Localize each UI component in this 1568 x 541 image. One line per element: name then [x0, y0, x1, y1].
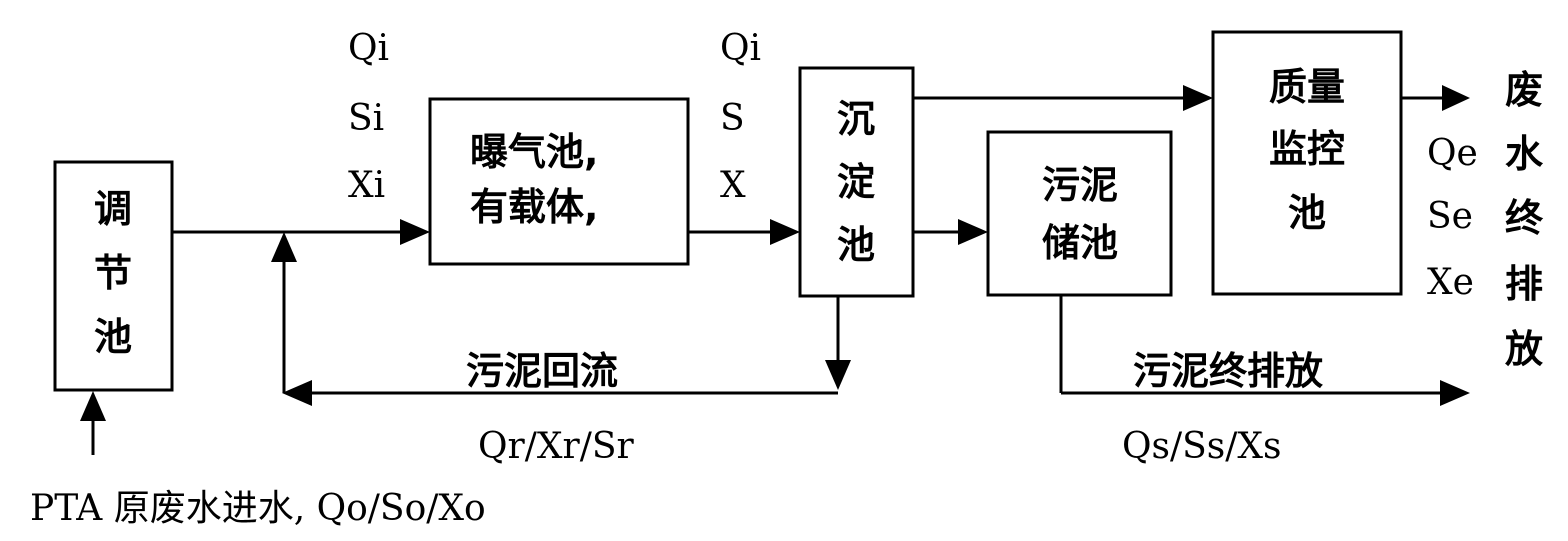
effluent-title-char-2: 水: [1505, 132, 1544, 176]
settling-tank-label-2: 淀: [837, 160, 875, 204]
inlet-var-s: Si: [348, 98, 384, 139]
regulating-tank-label-2: 节: [94, 251, 132, 295]
effluent-arrow: [1401, 85, 1470, 111]
sludge-return-arrow: [282, 296, 851, 406]
aeration-tank: 曝气池, 有载体,: [428, 97, 690, 266]
aeration-tank-label-1: 曝气池,: [470, 130, 598, 174]
settling-tank-label-3: 池: [837, 223, 875, 267]
regulating-tank-label-3: 池: [94, 315, 132, 359]
main-flow-arrow: [172, 219, 430, 245]
quality-monitoring-tank: 质量 监控 池: [1211, 30, 1403, 296]
effluent-title-char-3: 终: [1505, 196, 1544, 240]
aeration-tank-label-2: 有载体,: [470, 185, 598, 229]
inlet-variables: Qi Si Xi: [348, 28, 389, 206]
effluent-variables: Qe Se Xe: [1427, 133, 1478, 303]
aeration-out-var-x: X: [720, 165, 746, 206]
effluent-var-q: Qe: [1427, 133, 1478, 174]
settling-to-storage-arrow: [913, 219, 988, 245]
effluent-title-char-1: 废: [1505, 68, 1543, 112]
sludge-storage-label-2: 储池: [1042, 221, 1118, 265]
sludge-return-label: 污泥回流: [466, 349, 618, 393]
feed-inlet-label: PTA 原废水进水, Qo/So/Xo: [30, 488, 486, 529]
sludge-final-discharge-label: 污泥终排放: [1133, 349, 1323, 393]
sludge-discharge-arrow: [1059, 295, 1470, 406]
regulating-tank-label-1: 调: [94, 187, 132, 231]
sludge-storage-label-1: 污泥: [1042, 163, 1118, 207]
feed-inlet-arrow: [80, 391, 106, 455]
settling-tank: 沉 淀 池: [798, 66, 915, 298]
inlet-var-q: Qi: [348, 28, 389, 69]
quality-monitor-label-2: 监控: [1269, 127, 1345, 171]
sludge-return-variables: Qr/Xr/Sr: [478, 426, 634, 467]
sludge-final-variables: Qs/Ss/Xs: [1122, 426, 1282, 467]
inlet-var-x: Xi: [348, 165, 385, 206]
effluent-var-s: Se: [1427, 196, 1473, 237]
quality-monitor-label-3: 池: [1288, 191, 1326, 235]
aeration-out-var-s: S: [720, 98, 745, 139]
regulating-tank: 调 节 池: [53, 160, 174, 392]
quality-monitor-label-1: 质量: [1269, 65, 1345, 109]
aeration-output-variables: Qi S X: [720, 28, 761, 206]
effluent-title-char-5: 放: [1505, 327, 1543, 371]
return-to-inlet-arrow: [271, 232, 297, 393]
settling-to-monitor-arrow: [913, 85, 1213, 111]
effluent-title: 废 水 终 排 放: [1505, 68, 1544, 371]
aeration-out-var-q: Qi: [720, 28, 761, 69]
settling-tank-label-1: 沉: [837, 97, 875, 141]
sludge-storage-tank: 污泥 储池: [986, 130, 1173, 297]
aeration-to-settling-arrow: [688, 219, 800, 245]
effluent-title-char-4: 排: [1505, 262, 1543, 306]
effluent-var-x: Xe: [1427, 262, 1474, 303]
